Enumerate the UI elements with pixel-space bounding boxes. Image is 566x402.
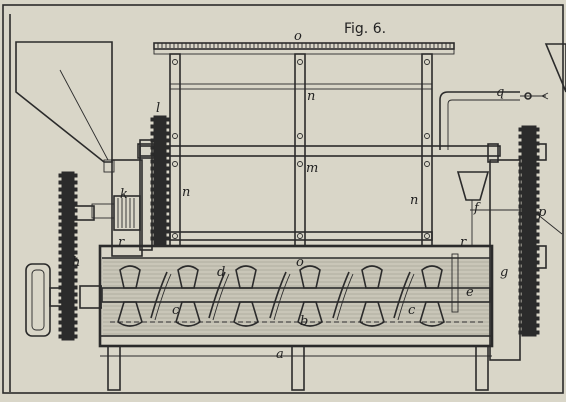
pulley [25,263,51,337]
gear-h-hub [73,205,95,221]
label-r-left: r [118,235,125,250]
pulley-inner [31,269,45,331]
label-o-top: o [294,29,302,44]
pulley-hub [49,287,63,307]
figure-title: Fig. 6. [344,21,386,37]
right-bearing-housing [489,159,521,361]
label-b: b [300,314,308,329]
pipe-q-valve [524,92,532,100]
label-d: d [217,265,225,280]
label-e: e [466,285,474,300]
frame-upright-left [169,53,181,247]
label-c-left: c [172,303,180,318]
gear-l-teeth [150,117,170,241]
float-rod-e [451,253,459,313]
label-h: h [72,255,80,270]
pipe-q-arrow [540,92,549,100]
label-n-left: n [182,185,190,200]
hopper-spout [103,159,115,173]
label-n-right: n [410,193,418,208]
pipe-q-inner [447,99,520,150]
gear-g-mid-hub [535,245,547,269]
label-m: m [306,161,318,176]
label-k: k [120,187,128,202]
label-g: g [500,265,508,280]
lower-cross-bar [169,231,433,241]
upper-cross-bar [169,83,433,90]
frame-bolts [172,59,430,239]
tank-base [99,335,493,347]
frame-upright-middle [294,53,306,247]
tank-liquid [102,258,490,336]
p-leader-right [531,209,563,235]
label-p: p [538,205,547,220]
label-r-right: r [460,235,467,250]
right-post-cap [487,143,499,163]
gear-h [61,171,75,341]
top-rail [153,42,455,50]
right-hopper [544,43,566,93]
support-legs [100,345,492,391]
left-bearing-housing [111,159,143,257]
left-hopper [15,41,113,163]
label-a: a [276,347,284,362]
label-f: f [473,201,481,216]
k-shaft-stub [91,203,115,219]
pipe-q [439,91,520,150]
gear-g-teeth [518,127,540,335]
gear-h-teeth [58,173,78,339]
left-shaft-collar [137,143,155,159]
hopper-chute-line [59,69,109,161]
top-rail-ticks [157,43,451,48]
label-q: q [496,85,504,100]
label-n-middle: n [307,89,315,104]
label-c-right: c [408,303,416,318]
gear-g-top-hub [535,143,547,161]
roll-k-windings [117,198,135,228]
funnel-f [456,171,490,201]
page-frame [2,4,564,394]
label-l: l [156,101,160,116]
main-shaft-m [139,145,501,157]
beaters [117,265,445,327]
label-o-middle: o [296,255,304,270]
frame-upright-right [421,53,433,247]
